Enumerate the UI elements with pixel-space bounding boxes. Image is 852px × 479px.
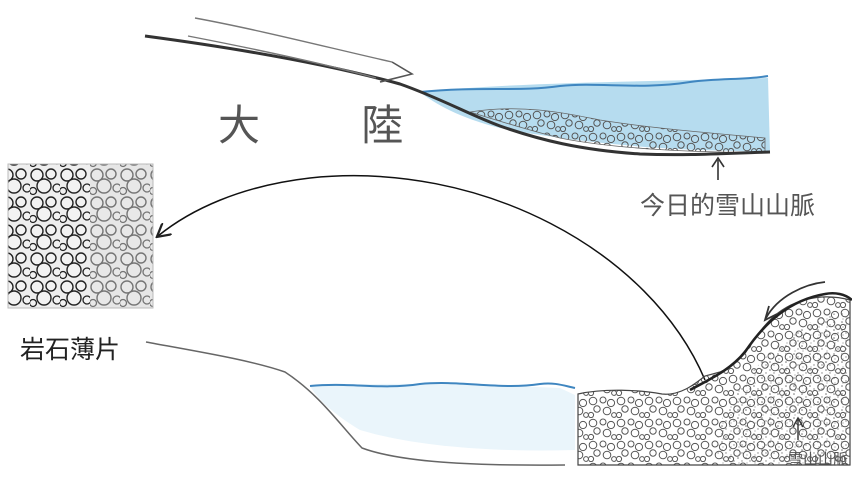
sediment-flow-arrow	[188, 18, 412, 82]
sample-arrow	[158, 176, 705, 380]
snow-mountains-label: 雪山山脈	[788, 448, 848, 469]
rock-thin-section-label: 岩石薄片	[20, 330, 120, 366]
bottom-scene	[146, 282, 852, 465]
rock-thin-section-image	[8, 164, 153, 308]
continent-label: 大 陸	[218, 92, 447, 153]
up-arrow-today	[712, 158, 724, 180]
today-snow-mountains-label: 今日的雪山山脈	[640, 186, 815, 222]
bottom-sea	[310, 384, 575, 451]
